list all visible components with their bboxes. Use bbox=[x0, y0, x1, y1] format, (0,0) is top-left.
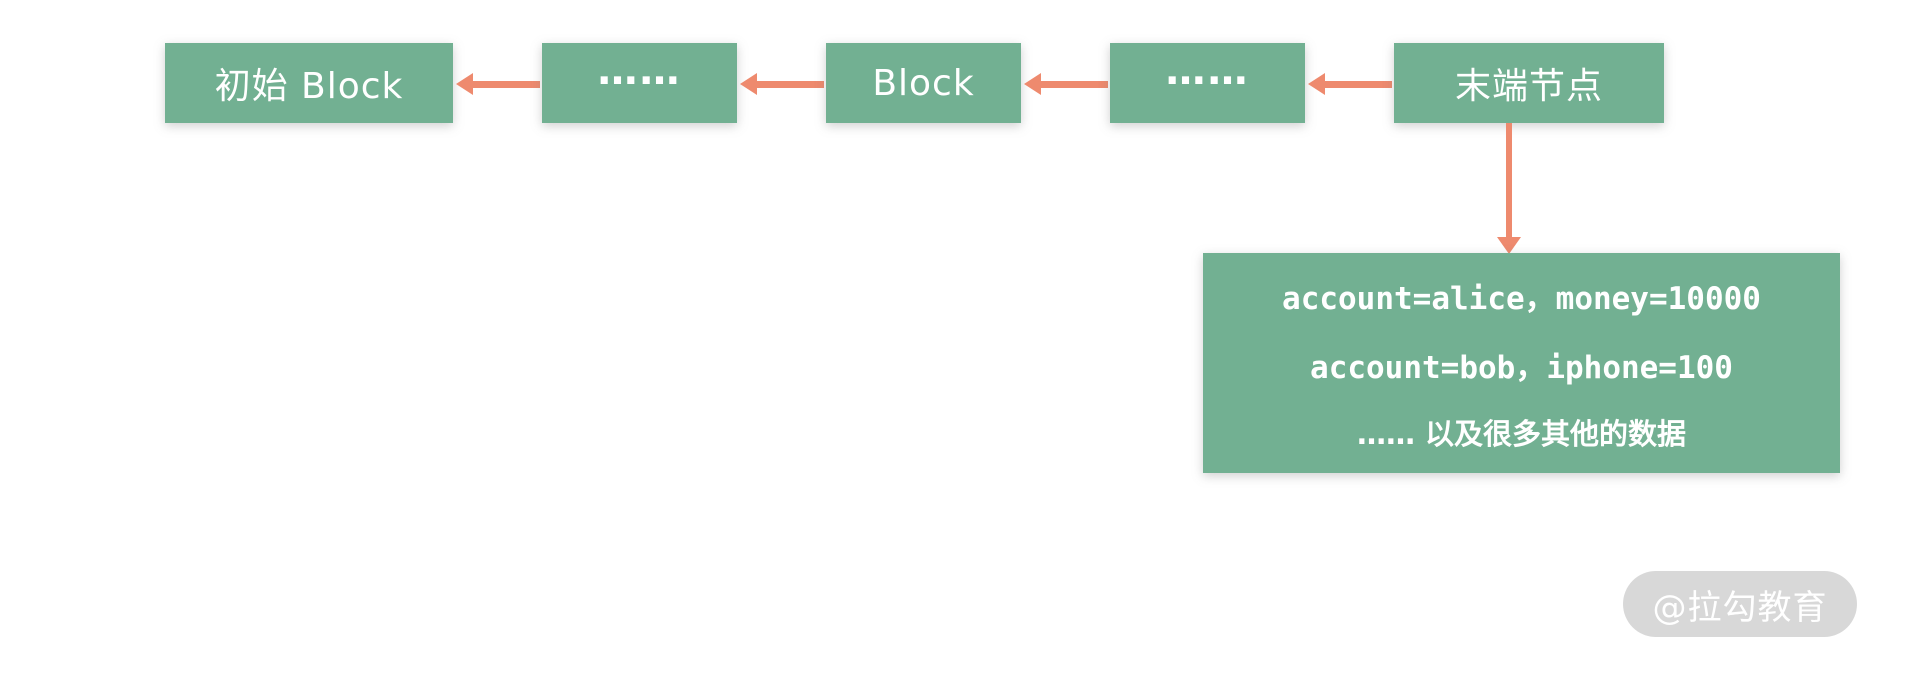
arrow-left-icon bbox=[1308, 72, 1392, 96]
chain-node-end-node: 末端节点 bbox=[1394, 43, 1664, 123]
arrow-shaft bbox=[1041, 80, 1108, 88]
chain-node-initial-block: 初始 Block bbox=[165, 43, 453, 123]
arrow-head bbox=[456, 73, 473, 95]
node-label: 初始 Block bbox=[214, 66, 404, 107]
watermark-label: @拉勾教育 bbox=[1652, 587, 1828, 628]
arrow-left-icon bbox=[456, 72, 540, 96]
data-line-bob: account=bob，iphone=100 bbox=[1310, 350, 1733, 386]
node-label: 末端节点 bbox=[1454, 66, 1603, 107]
data-line-more: …… 以及很多其他的数据 bbox=[1356, 417, 1687, 451]
arrow-left-icon bbox=[740, 72, 824, 96]
arrow-left-icon bbox=[1024, 72, 1108, 96]
data-line-alice: account=alice，money=10000 bbox=[1282, 281, 1761, 317]
arrow-shaft bbox=[757, 80, 824, 88]
block-data-box: account=alice，money=10000 account=bob，ip… bbox=[1203, 253, 1840, 473]
node-label: …… bbox=[1165, 48, 1250, 94]
chain-node-ellipsis-left: …… bbox=[542, 43, 737, 123]
arrow-shaft bbox=[473, 80, 540, 88]
chain-node-ellipsis-right: …… bbox=[1110, 43, 1305, 123]
chain-node-block: Block bbox=[826, 43, 1021, 123]
arrow-head bbox=[1308, 73, 1325, 95]
arrow-shaft bbox=[1325, 80, 1392, 88]
watermark-badge: @拉勾教育 bbox=[1623, 571, 1857, 637]
node-label: Block bbox=[872, 62, 975, 104]
arrow-head bbox=[740, 73, 757, 95]
arrow-head bbox=[1024, 73, 1041, 95]
arrow-shaft bbox=[1506, 123, 1512, 237]
arrow-head bbox=[1497, 237, 1521, 254]
arrow-down-icon bbox=[1495, 123, 1523, 254]
node-label: …… bbox=[597, 48, 682, 94]
